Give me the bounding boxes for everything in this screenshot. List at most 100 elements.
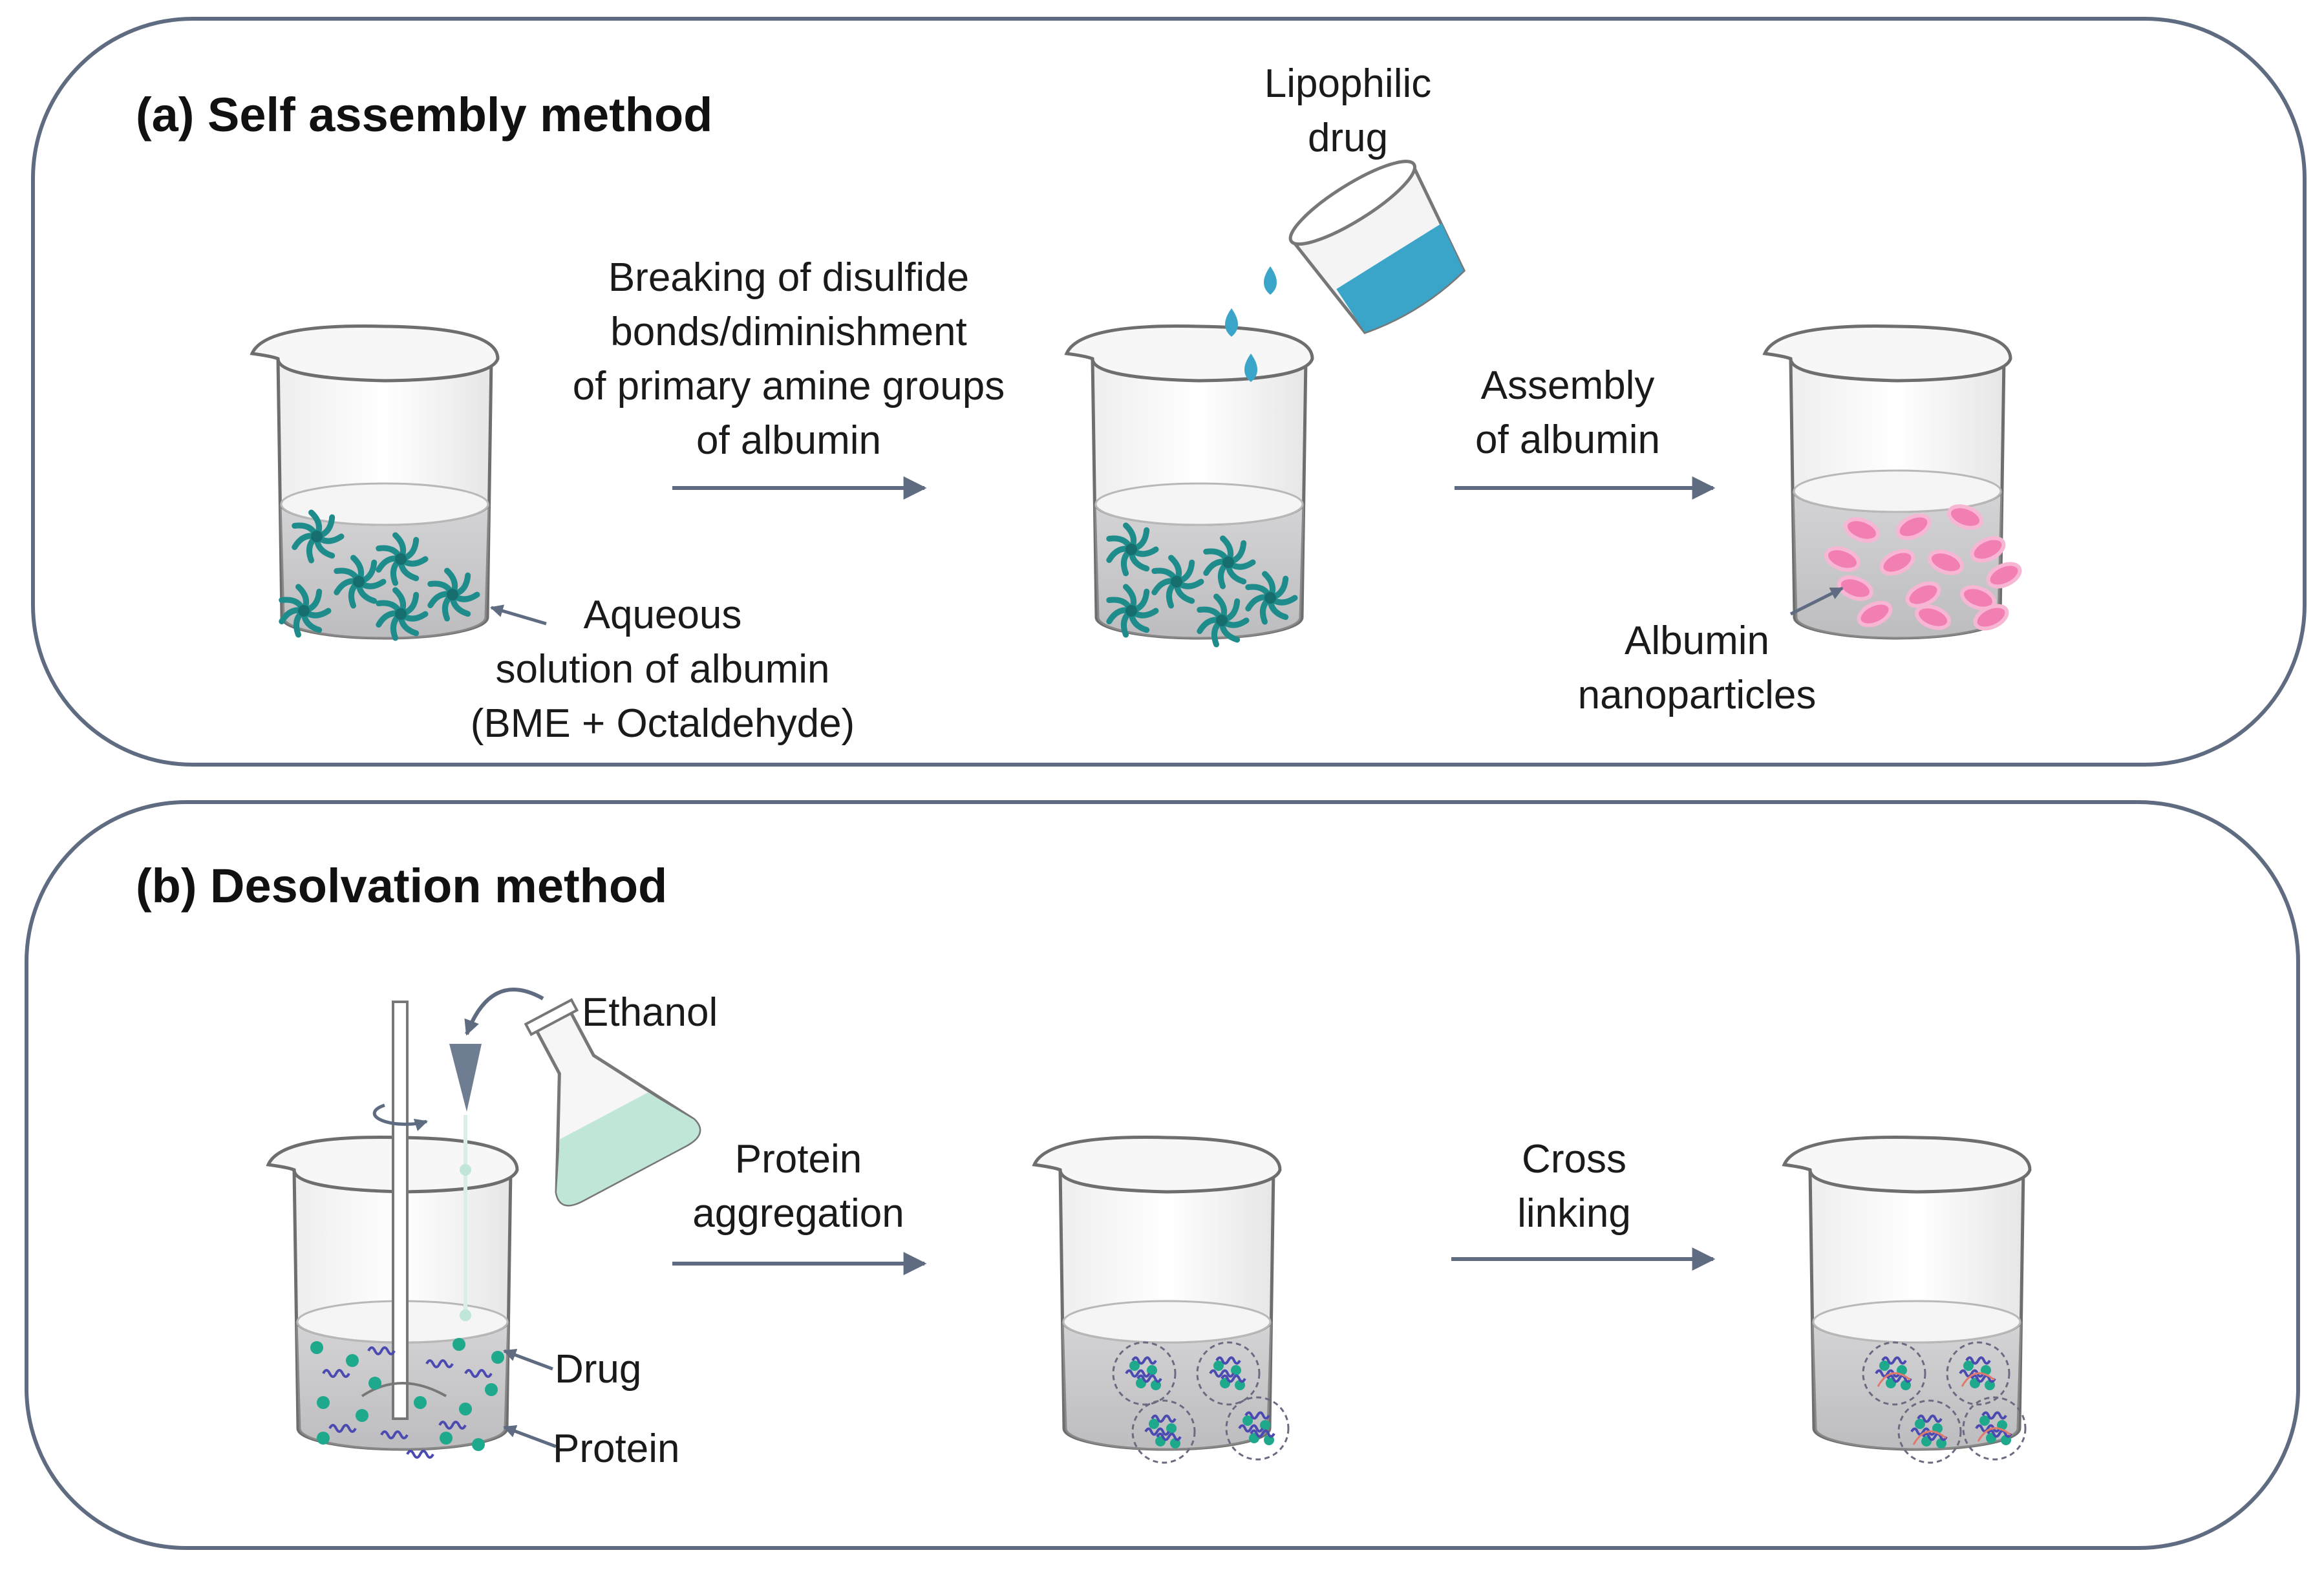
albumin-core bbox=[395, 553, 407, 565]
crosslinked-aggregate bbox=[1862, 1341, 1926, 1406]
protein-aggregate bbox=[1112, 1341, 1177, 1406]
drug-dot bbox=[485, 1383, 498, 1396]
albumin-molecule bbox=[334, 555, 387, 609]
albumin-nanoparticle bbox=[1970, 536, 2006, 563]
aggregate-boundary bbox=[1946, 1341, 2010, 1406]
albumin-nanoparticle bbox=[1915, 604, 1951, 630]
protein-molecule bbox=[1215, 1356, 1241, 1365]
lipophilic-drug-cup bbox=[1288, 160, 1466, 334]
albumin-nanoparticle bbox=[1857, 600, 1893, 628]
albumin-molecule bbox=[1151, 555, 1204, 609]
albumin-nanoparticle bbox=[1973, 604, 2009, 631]
ethanol-drop bbox=[460, 1309, 471, 1321]
liquid-surface bbox=[280, 482, 489, 526]
crosslinked-aggregate bbox=[1962, 1396, 2027, 1461]
ethanol-label: Ethanol bbox=[582, 990, 718, 1035]
protein-molecule bbox=[1221, 1374, 1246, 1383]
beaker-b3 bbox=[1782, 1136, 2032, 1451]
pointer-drug bbox=[503, 1348, 553, 1371]
stirrer-blade bbox=[361, 1382, 447, 1397]
albumin-molecule bbox=[1197, 593, 1250, 648]
drug-droplet bbox=[1264, 266, 1277, 295]
crosslink bbox=[1961, 1372, 1995, 1387]
albumin-core bbox=[395, 608, 407, 620]
albumin-molecule bbox=[376, 587, 429, 641]
pointer-aqueous bbox=[490, 604, 547, 626]
albumin-core bbox=[1216, 615, 1228, 626]
albumin-molecule bbox=[1245, 571, 1298, 625]
albumin-core bbox=[311, 531, 323, 542]
protein-molecule bbox=[1987, 1429, 2012, 1438]
protein-molecule bbox=[1131, 1356, 1157, 1365]
protein-aggregate bbox=[1131, 1399, 1196, 1464]
aqueous-solution-label: Aqueous solution of albumin (BME + Octal… bbox=[470, 593, 855, 746]
albumin-nanoparticle bbox=[1928, 549, 1964, 575]
protein-molecule bbox=[1244, 1411, 1270, 1420]
protein-molecule bbox=[1910, 1427, 1936, 1436]
aggregate-boundary bbox=[1112, 1341, 1177, 1406]
albumin-nanoparticles-label: Albumin nanoparticles bbox=[1577, 619, 1817, 717]
albumin-core bbox=[1125, 544, 1137, 555]
drug-label: Drug bbox=[555, 1347, 642, 1392]
protein-molecule bbox=[1970, 1374, 1996, 1383]
protein-molecule bbox=[1875, 1369, 1901, 1378]
drug-dot bbox=[1260, 1420, 1270, 1430]
aggregate-boundary bbox=[1131, 1399, 1196, 1464]
drug-dot bbox=[1231, 1365, 1241, 1375]
beaker-rim bbox=[1032, 1136, 1282, 1194]
aggregate-boundary bbox=[1962, 1396, 2027, 1461]
drug-dot bbox=[356, 1409, 368, 1422]
albumin-nanoparticle bbox=[1844, 517, 1880, 543]
flask-neck bbox=[524, 998, 579, 1037]
drug-droplet bbox=[1244, 354, 1257, 382]
lipophilic-drug-label: Lipophilic drug bbox=[1264, 61, 1432, 160]
step-b2-label: Cross linking bbox=[1517, 1137, 1631, 1236]
drug-dot bbox=[1147, 1365, 1157, 1375]
drug-dot bbox=[1915, 1419, 1925, 1429]
drug-dot bbox=[459, 1403, 472, 1415]
aggregate-boundary bbox=[1225, 1396, 1290, 1461]
liquid-surface bbox=[1062, 1300, 1272, 1344]
step-a2-label: Assembly of albumin bbox=[1475, 363, 1661, 462]
albumin-molecule bbox=[1203, 535, 1256, 589]
albumin-nanoparticle bbox=[1824, 546, 1860, 572]
liquid-surface bbox=[1812, 1300, 2021, 1344]
protein-molecule bbox=[380, 1430, 409, 1439]
ethanol-drop bbox=[460, 1164, 471, 1176]
albumin-nanoparticle bbox=[1895, 513, 1932, 540]
albumin-core bbox=[1171, 576, 1182, 588]
beaker-a2 bbox=[1064, 324, 1314, 640]
drug-dot bbox=[453, 1338, 465, 1351]
drug-dot bbox=[346, 1354, 359, 1367]
protein-aggregate bbox=[1225, 1396, 1290, 1461]
drug-droplet bbox=[1225, 308, 1238, 337]
flask-ethanol bbox=[556, 1092, 699, 1205]
drug-dot bbox=[1149, 1419, 1159, 1429]
drug-dot bbox=[317, 1396, 330, 1409]
albumin-molecule bbox=[279, 584, 332, 638]
albumin-core bbox=[447, 589, 458, 600]
albumin-core bbox=[1125, 605, 1137, 617]
protein-molecule bbox=[322, 1369, 350, 1378]
crosslink bbox=[1977, 1427, 2011, 1442]
beaker-a1 bbox=[250, 324, 500, 640]
drug-dot bbox=[491, 1351, 504, 1364]
drug-dot bbox=[1879, 1361, 1890, 1371]
drug-dot bbox=[1166, 1423, 1177, 1434]
crosslinked-aggregate bbox=[1897, 1399, 1962, 1464]
liquid-surface bbox=[1793, 469, 2002, 513]
albumin-nanoparticle bbox=[1879, 549, 1915, 576]
protein-molecule bbox=[1144, 1427, 1170, 1436]
drug-dot bbox=[1213, 1361, 1224, 1371]
drug-dot bbox=[317, 1432, 330, 1445]
protein-molecule bbox=[438, 1421, 467, 1430]
step-b1-label: Protein aggregation bbox=[692, 1137, 904, 1236]
protein-molecule bbox=[1975, 1424, 2001, 1433]
albumin-nanoparticle bbox=[1986, 562, 2022, 589]
pointer-protein bbox=[503, 1425, 557, 1448]
rotation-arrow bbox=[372, 1103, 428, 1131]
protein-molecule bbox=[328, 1424, 357, 1433]
crosslinked-aggregate bbox=[1946, 1341, 2010, 1406]
drug-dot bbox=[1129, 1361, 1140, 1371]
